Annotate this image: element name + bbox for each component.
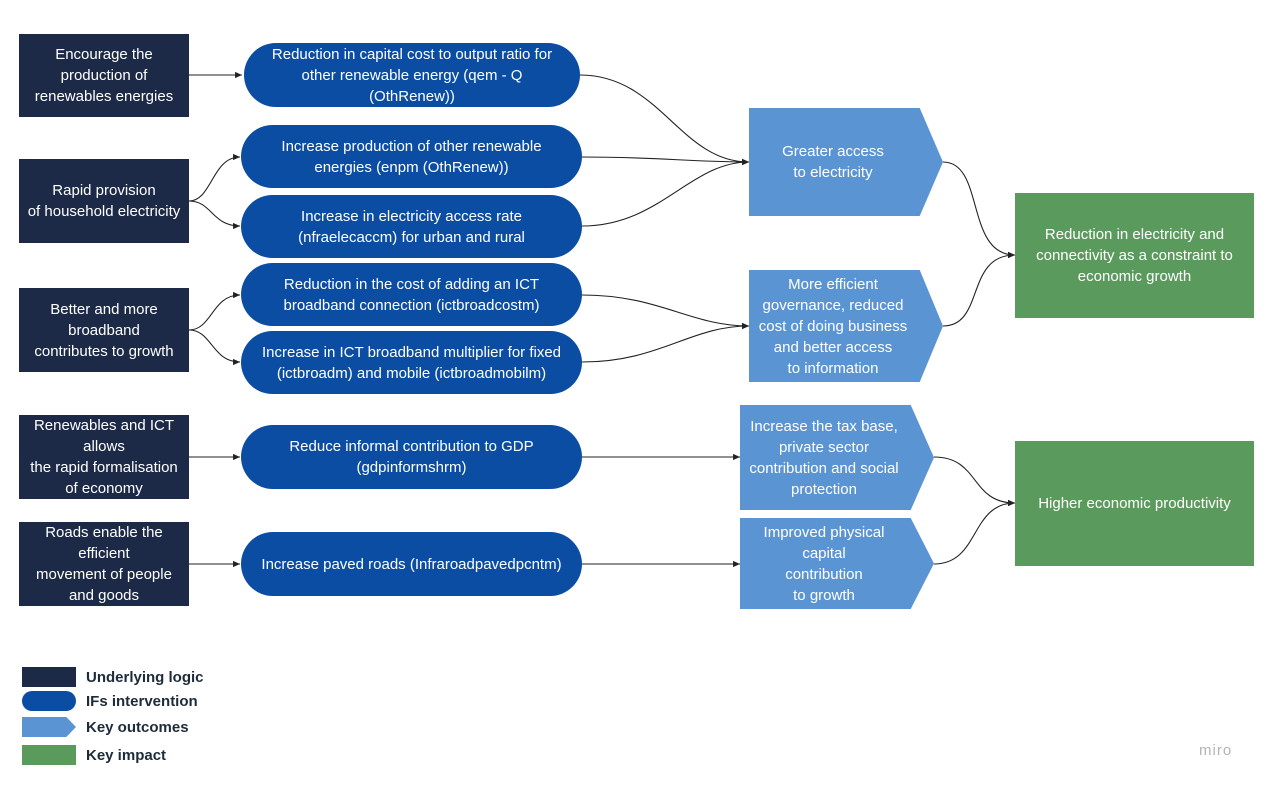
logic-box-formalisation[interactable]: Renewables and ICT allows the rapid form…	[19, 415, 189, 499]
connector-outcome4-impact2	[933, 499, 1016, 565]
connector-interv2-outcome1	[581, 156, 750, 166]
intervention-renewable-production[interactable]: Increase production of other renewable e…	[241, 125, 582, 188]
legend-swatch-logic	[22, 667, 76, 687]
outcome-tax-base[interactable]: Increase the tax base, private sector co…	[740, 405, 934, 510]
legend-label-outcome: Key outcomes	[86, 718, 189, 736]
connector-logic3-interv4	[188, 291, 241, 331]
logic-box-broadband[interactable]: Better and more broadband contributes to…	[19, 288, 189, 372]
connector-logic2-interv2	[188, 153, 241, 202]
logic-box-renewables[interactable]: Encourage the production of renewables e…	[19, 34, 189, 117]
connector-logic2-interv3	[188, 200, 241, 230]
outcome-electricity-access[interactable]: Greater access to electricity	[749, 108, 943, 216]
intervention-electricity-access[interactable]: Increase in electricity access rate (nfr…	[241, 195, 582, 258]
miro-watermark: miro	[1199, 742, 1233, 759]
legend-swatch-outcome	[22, 717, 76, 737]
intervention-paved-roads[interactable]: Increase paved roads (Infraroadpavedpcnt…	[241, 532, 582, 596]
impact-economic-productivity[interactable]: Higher economic productivity	[1015, 441, 1254, 566]
intervention-broadband-multiplier[interactable]: Increase in ICT broadband multiplier for…	[241, 331, 582, 394]
intervention-informal-gdp[interactable]: Reduce informal contribution to GDP (gdp…	[241, 425, 582, 489]
connector-outcome1-impact1	[942, 161, 1016, 259]
legend-label-logic: Underlying logic	[86, 668, 204, 686]
legend-item-outcome: Key outcomes	[22, 716, 189, 738]
outcome-physical-capital[interactable]: Improved physical capital contribution t…	[740, 518, 934, 609]
legend-item-logic: Underlying logic	[22, 666, 204, 688]
impact-electricity-connectivity[interactable]: Reduction in electricity and connectivit…	[1015, 193, 1254, 318]
legend-swatch-intervention	[22, 691, 76, 711]
connector-interv4-outcome2	[581, 294, 750, 330]
logic-box-roads[interactable]: Roads enable the efficient movement of p…	[19, 522, 189, 606]
connector-interv3-outcome1	[581, 158, 750, 227]
connector-logic3-interv5	[188, 329, 241, 366]
connector-interv1-outcome1	[579, 74, 750, 166]
logic-box-household-electricity[interactable]: Rapid provision of household electricity	[19, 159, 189, 243]
intervention-broadband-cost[interactable]: Reduction in the cost of adding an ICT b…	[241, 263, 582, 326]
outcome-efficient-governance[interactable]: More efficient governance, reduced cost …	[749, 270, 943, 382]
connector-interv5-outcome2	[581, 322, 750, 363]
legend-label-intervention: IFs intervention	[86, 692, 198, 710]
connector-outcome2-impact1	[942, 251, 1016, 327]
legend-item-impact: Key impact	[22, 744, 166, 766]
legend-label-impact: Key impact	[86, 746, 167, 764]
legend-swatch-impact	[22, 745, 76, 765]
legend-item-intervention: IFs intervention	[22, 690, 198, 712]
intervention-capital-cost[interactable]: Reduction in capital cost to output rati…	[244, 43, 580, 107]
connector-outcome3-impact2	[933, 456, 1016, 507]
